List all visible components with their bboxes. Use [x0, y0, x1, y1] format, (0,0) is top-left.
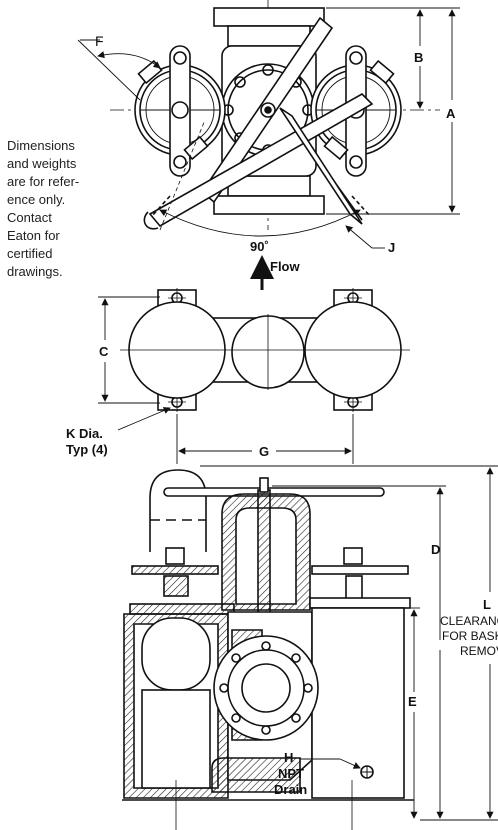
flow-label: Flow [270, 259, 300, 274]
dim-label-a: A [446, 106, 456, 121]
l-note-line2: FOR BASKET [442, 629, 498, 643]
note-line: drawings. [7, 264, 63, 279]
dim-label-k-line1: K Dia. [66, 426, 103, 441]
note-line: ence only. [7, 192, 66, 207]
dim-label-f: F [95, 33, 104, 49]
top-dimensions [77, 7, 460, 290]
middle-dimensions [98, 296, 354, 464]
note-line: Eaton for [7, 228, 60, 243]
note-line: are for refer- [7, 174, 80, 189]
middle-view [120, 288, 410, 412]
reference-note: Dimensions and weights are for refer- en… [7, 137, 87, 281]
note-line: Contact [7, 210, 52, 225]
top-view [110, 0, 440, 231]
drain-label-line2: NPT [278, 766, 304, 781]
side-dimensions [200, 465, 498, 821]
side-view [122, 469, 414, 830]
dim-label-b: B [414, 50, 423, 65]
drain-label-line1: H [284, 750, 293, 765]
l-note-line3: REMOVAL [460, 644, 498, 658]
middle-labels: C G K Dia. Typ (4) [66, 344, 269, 459]
dim-label-c: C [99, 344, 109, 359]
l-note-line1: CLEARANCE [440, 614, 498, 628]
note-line: and weights [7, 156, 77, 171]
angle-label: 90˚ [250, 239, 269, 254]
top-labels: A B F 90˚ J Flow [95, 33, 456, 274]
note-line: certified [7, 246, 53, 261]
note-line: Dimensions [7, 138, 75, 153]
dim-label-e: E [408, 694, 417, 709]
dim-label-d: D [431, 542, 440, 557]
dim-label-j: J [388, 240, 395, 255]
drain-label-line3: Drain [274, 782, 307, 797]
side-labels: D E L CLEARANCE FOR BASKET REMOVAL H NPT… [274, 542, 498, 797]
dim-label-l: L [483, 597, 491, 612]
dim-label-g: G [259, 444, 269, 459]
dim-label-k-line2: Typ (4) [66, 442, 108, 457]
